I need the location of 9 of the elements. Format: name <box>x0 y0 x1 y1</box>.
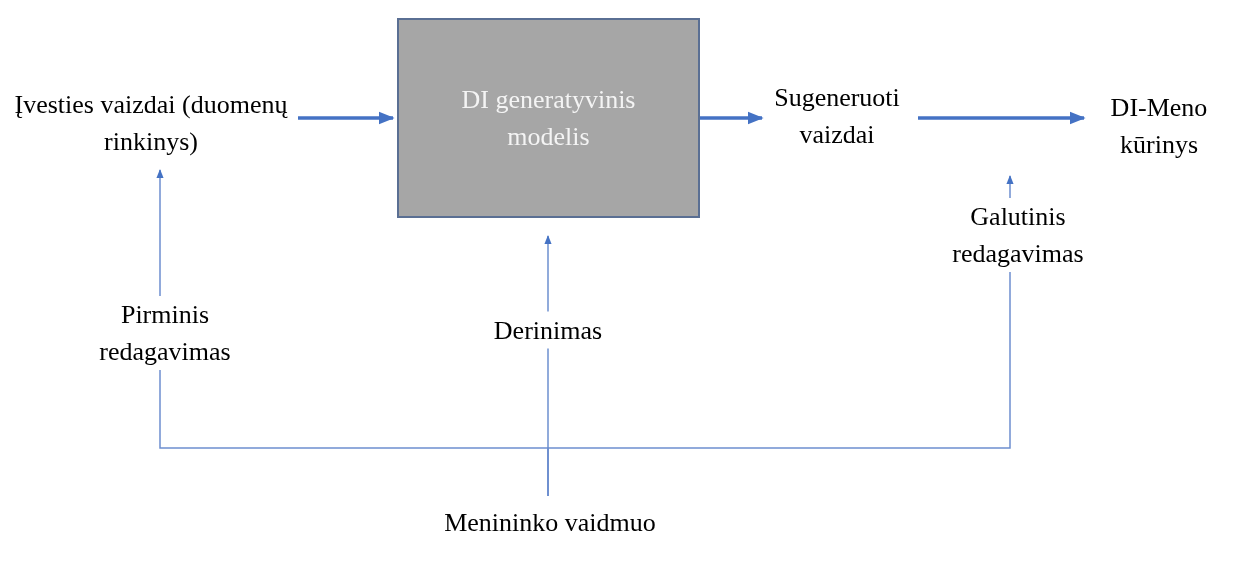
node-label: DI-Meno kūrinys <box>1088 86 1230 166</box>
arrow <box>918 111 1086 125</box>
node-label: Sugeneruoti vaizdai <box>762 78 912 154</box>
arrow <box>700 111 764 125</box>
process-box: DI generatyvinis modelis <box>397 18 700 218</box>
node-label: Įvesties vaizdai (duomenų rinkinys) <box>10 82 292 164</box>
arrow <box>547 175 1014 497</box>
node-label: Menininko vaidmuo <box>400 500 700 544</box>
arrow <box>298 111 395 125</box>
